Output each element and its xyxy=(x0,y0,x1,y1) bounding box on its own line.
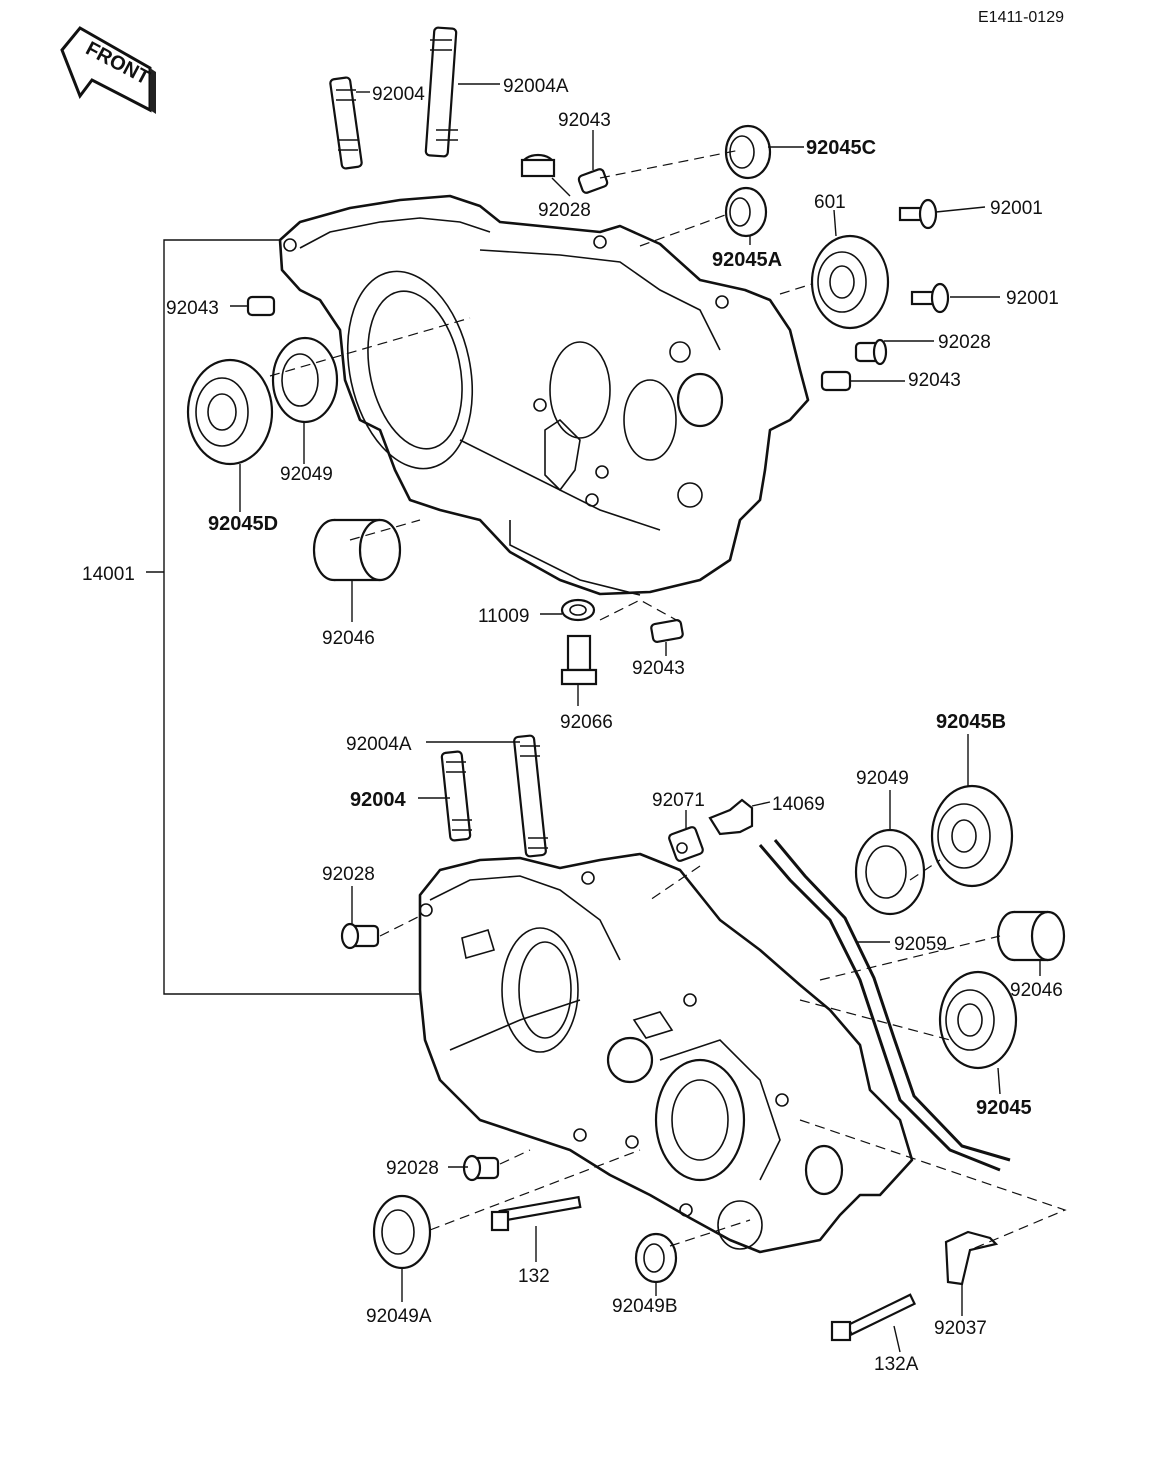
label-92028-top: 92028 xyxy=(538,200,591,221)
label-92046-upper: 92046 xyxy=(322,628,375,649)
label-92045: 92045 xyxy=(976,1097,1032,1119)
label-92028-lower-bottom: 92028 xyxy=(386,1158,439,1179)
bushing-92028-right xyxy=(854,338,888,366)
drain-plug-92066 xyxy=(560,634,598,686)
stud-92004A-upper xyxy=(424,26,458,158)
bolt-92001-b xyxy=(910,282,950,314)
label-92028-right: 92028 xyxy=(938,332,991,353)
label-92049-lower: 92049 xyxy=(856,768,909,789)
label-92043-bottom: 92043 xyxy=(632,658,685,679)
seal-92049A xyxy=(372,1194,432,1270)
label-14069: 14069 xyxy=(772,794,825,815)
dowel-92043-right xyxy=(820,370,852,392)
label-92049-upper: 92049 xyxy=(280,464,333,485)
label-92045D: 92045D xyxy=(208,513,278,535)
bushing-92028-top xyxy=(520,153,556,178)
label-92046-lower: 92046 xyxy=(1010,980,1063,1001)
bolt-92001-a xyxy=(898,198,938,230)
label-92049B: 92049B xyxy=(612,1296,678,1317)
label-14001: 14001 xyxy=(82,564,135,585)
leader-lines xyxy=(230,83,1041,1353)
elbow-14069 xyxy=(708,798,754,836)
label-11009: 11009 xyxy=(478,606,529,627)
bearing-92046-lower xyxy=(996,910,1066,962)
label-92045A: 92045A xyxy=(712,249,782,271)
label-601: 601 xyxy=(814,192,846,213)
fitting-92071 xyxy=(668,826,704,862)
upper-crankcase xyxy=(278,194,810,596)
bolt-132A xyxy=(830,1293,917,1342)
stud-92004-upper xyxy=(329,76,363,170)
label-92004-upper: 92004 xyxy=(372,84,425,105)
bushing-92028-lower-left xyxy=(340,922,380,950)
bearing-92045D xyxy=(186,358,274,466)
bearing-92045-lower xyxy=(938,970,1018,1070)
bolt-132 xyxy=(490,1195,582,1232)
label-92059: 92059 xyxy=(894,934,947,955)
seal-92049-upper xyxy=(271,336,339,424)
label-92043-left: 92043 xyxy=(166,298,219,319)
bracket-14001 xyxy=(146,239,420,995)
label-132: 132 xyxy=(518,1266,550,1287)
stud-92004-lower xyxy=(440,750,472,842)
bearing-601 xyxy=(810,234,890,330)
alignment-lines xyxy=(269,149,1067,1251)
reference-code: E1411-0129 xyxy=(978,9,1064,26)
bearing-92046-upper xyxy=(312,518,402,582)
label-92043-right: 92043 xyxy=(908,370,961,391)
bushing-92028-lower-bottom xyxy=(462,1154,500,1182)
label-92004A-lower: 92004A xyxy=(346,734,412,755)
bearing-92045A xyxy=(724,186,768,238)
label-92066: 92066 xyxy=(560,712,613,733)
label-92049A: 92049A xyxy=(366,1306,432,1327)
dowel-92043-bottom xyxy=(650,619,684,643)
front-arrow-icon: FRONT xyxy=(60,26,156,114)
stud-92004A-lower xyxy=(513,734,548,858)
hose-92059 xyxy=(758,839,1011,1172)
dowel-92043-left xyxy=(246,295,276,317)
part-labels: 92004 92004A 92043 92045C 92028 92045A 6… xyxy=(82,76,1063,1375)
label-92004-lower: 92004 xyxy=(350,789,406,811)
label-92001-b: 92001 xyxy=(1006,288,1059,309)
label-92071: 92071 xyxy=(652,790,705,811)
label-92045B: 92045B xyxy=(936,711,1006,733)
bearing-92045C xyxy=(724,124,772,180)
lower-crankcase xyxy=(418,852,914,1254)
seal-92049-lower xyxy=(854,828,926,916)
label-92004A-upper: 92004A xyxy=(503,76,569,97)
label-92028-lower-left: 92028 xyxy=(322,864,375,885)
dowel-92043-top xyxy=(577,168,609,194)
clamp-92037 xyxy=(944,1230,999,1286)
bearing-92045B xyxy=(930,784,1014,888)
label-92001-a: 92001 xyxy=(990,198,1043,219)
label-132A: 132A xyxy=(874,1354,919,1375)
label-92037: 92037 xyxy=(934,1318,987,1339)
washer-11009 xyxy=(560,598,596,622)
seal-92049B xyxy=(634,1232,678,1284)
label-92043-top: 92043 xyxy=(558,110,611,131)
label-92045C: 92045C xyxy=(806,137,876,159)
